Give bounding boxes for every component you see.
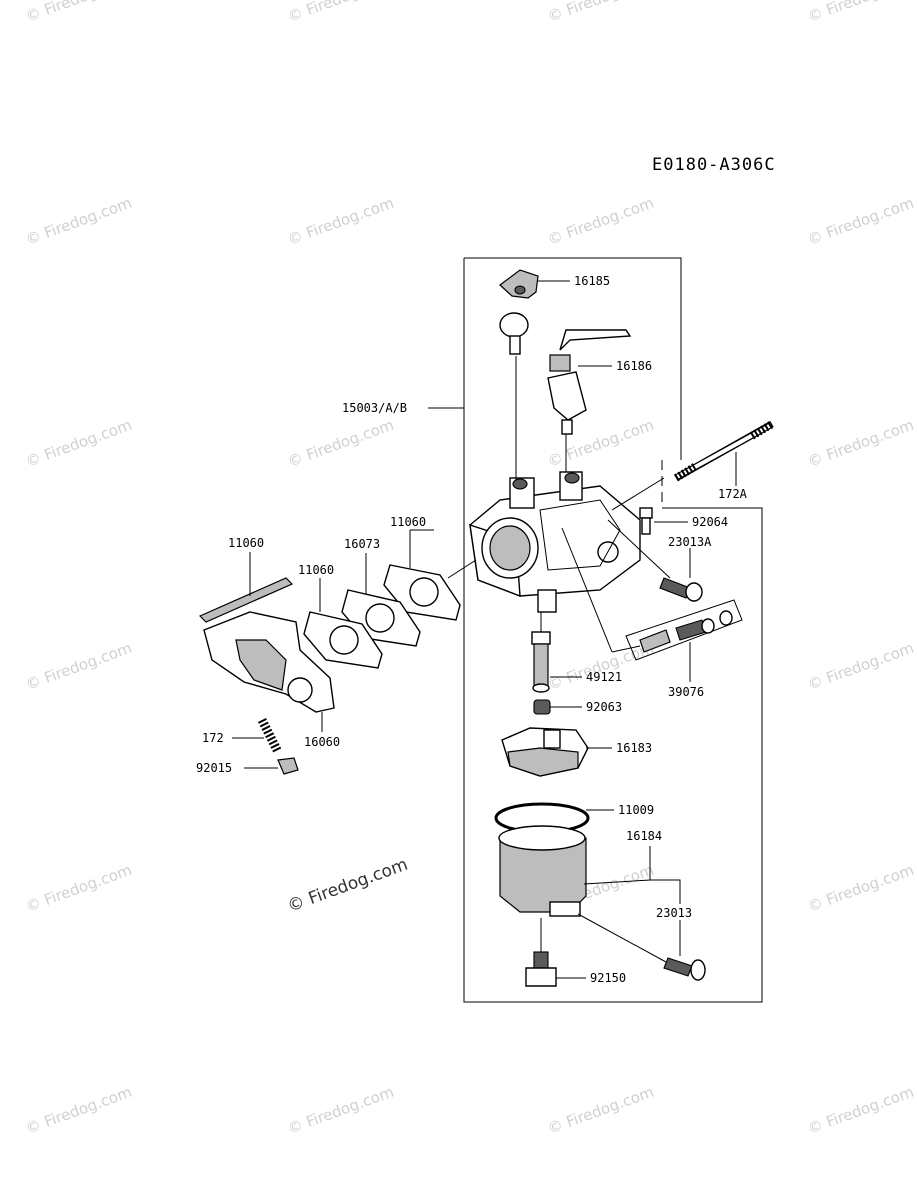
watermark: © Firedog.com	[23, 1083, 134, 1138]
label-49121: 49121	[586, 670, 622, 684]
main-jet-part	[533, 699, 551, 715]
watermark: © Firedog.com	[23, 0, 134, 26]
gasket-11060-lower	[198, 577, 294, 623]
frame-body	[463, 258, 763, 1003]
idle-screw-kit-part	[625, 599, 743, 661]
watermark: © Firedog.com	[285, 0, 396, 26]
watermark: © Firedog.com	[545, 194, 656, 249]
label-16184: 16184	[626, 829, 662, 843]
label-16073: 16073	[344, 537, 380, 551]
watermark: © Firedog.com	[23, 194, 134, 249]
label-92150: 92150	[590, 971, 626, 985]
watermark: © Firedog.com	[805, 0, 916, 26]
carburetor-body-part	[469, 471, 641, 613]
float-part	[501, 727, 589, 777]
insulator-16060	[203, 611, 335, 713]
leader-lines	[232, 280, 737, 979]
label-16060: 16060	[304, 735, 340, 749]
label-11009: 11009	[618, 803, 654, 817]
throttle-shaft-part	[499, 269, 539, 355]
label-23013a: 23013A	[668, 535, 712, 549]
watermark: © Firedog.com	[805, 639, 916, 694]
watermark: © Firedog.com	[285, 194, 396, 249]
frame-top-right	[464, 257, 682, 460]
watermark: © Firedog.com	[545, 639, 656, 694]
watermark-grid: © Firedog.com © Firedog.com © Firedog.co…	[23, 0, 916, 1138]
watermark: © Firedog.com	[545, 1083, 656, 1138]
nut-92015-part	[277, 757, 299, 775]
watermark: © Firedog.com	[545, 0, 656, 26]
label-16183: 16183	[616, 741, 652, 755]
label-172: 172	[202, 731, 224, 745]
label-11060-top: 11060	[390, 515, 426, 529]
watermark: © Firedog.com	[805, 1083, 916, 1138]
pilot-jet-part	[639, 507, 653, 535]
watermark: © Firedog.com	[23, 639, 134, 694]
label-15003: 15003/A/B	[342, 401, 407, 415]
watermark: © Firedog.com	[805, 861, 916, 916]
watermark: © Firedog.com	[285, 416, 396, 471]
stud-172-part	[257, 717, 283, 755]
label-11060-left: 11060	[228, 536, 264, 550]
float-bowl-part	[498, 825, 587, 917]
watermark-prominent: © Firedog.com	[285, 855, 411, 917]
label-23013: 23013	[656, 906, 692, 920]
screw-23013a-part	[659, 577, 703, 602]
main-nozzle-part	[531, 631, 551, 693]
diagram-code: E0180-A306C	[652, 155, 776, 175]
label-92064: 92064	[692, 515, 728, 529]
watermark: © Firedog.com	[805, 194, 916, 249]
label-92015: 92015	[196, 761, 232, 775]
watermark: © Firedog.com	[805, 416, 916, 471]
drain-bolt-part	[525, 951, 557, 987]
label-92063: 92063	[586, 700, 622, 714]
bowl-screw-part	[663, 957, 706, 981]
choke-lever-part	[547, 329, 632, 435]
label-172a: 172A	[718, 487, 748, 501]
label-16185: 16185	[574, 274, 610, 288]
watermark: © Firedog.com	[285, 1083, 396, 1138]
watermark: © Firedog.com	[23, 861, 134, 916]
label-39076: 39076	[668, 685, 704, 699]
stud-172a-part	[673, 420, 775, 482]
label-11060-mid: 11060	[298, 563, 334, 577]
label-16186: 16186	[616, 359, 652, 373]
gasket-11060-mid	[303, 611, 383, 669]
watermark: © Firedog.com	[23, 416, 134, 471]
